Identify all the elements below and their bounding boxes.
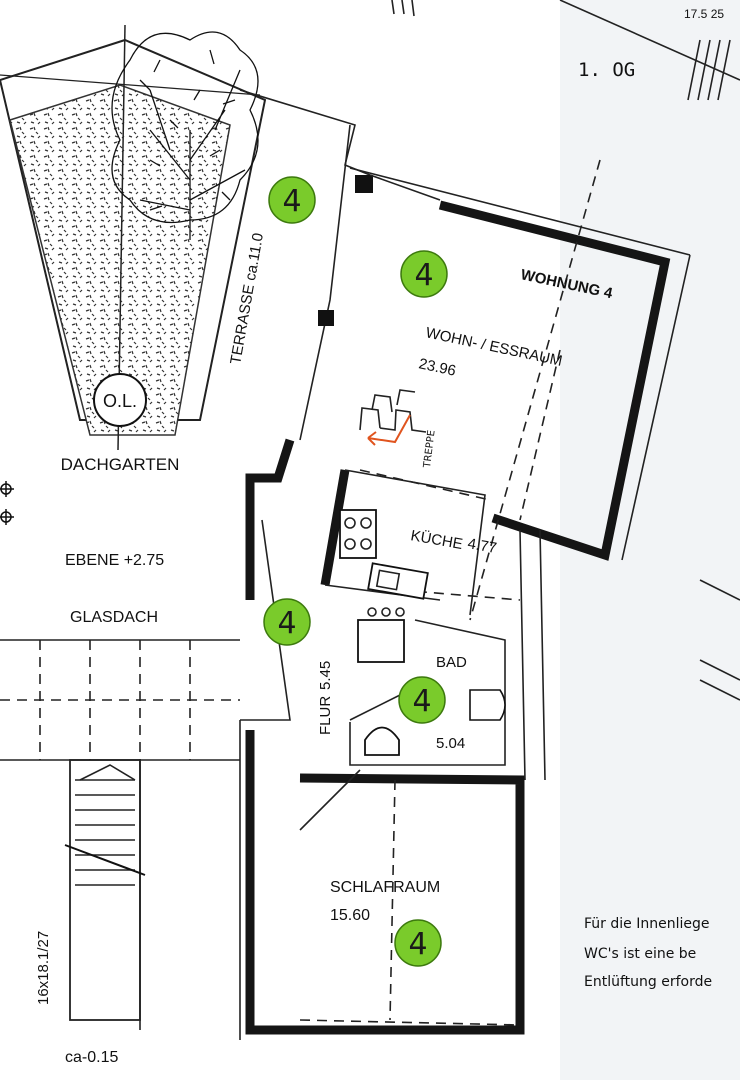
bedroom-name: SCHLAFRAUM — [330, 879, 440, 896]
ol-marker: O.L. — [93, 373, 147, 427]
hall-name: FLUR — [317, 696, 334, 735]
stove-icon — [339, 509, 377, 559]
svg-text:Für die Innenliege: Für die Innenliege — [584, 916, 709, 932]
svg-text:Entlüftung erforde: Entlüftung erforde — [584, 974, 712, 990]
badge-terrace: 4 — [268, 176, 316, 224]
svg-text:4: 4 — [277, 606, 296, 641]
toilet-icon — [364, 726, 400, 756]
level-label: EBENE +2.75 — [65, 552, 164, 569]
svg-text:4: 4 — [414, 258, 433, 293]
crosshair-icon — [0, 481, 14, 525]
badge-living: 4 — [400, 250, 448, 298]
washbasin-icon — [357, 607, 405, 663]
scan-shadow — [560, 0, 740, 1080]
svg-text:4: 4 — [408, 927, 427, 962]
stair-spec: 16x18.1/27 — [35, 931, 52, 1005]
tree-icon — [111, 31, 259, 240]
bedroom-area: 15.60 — [330, 907, 370, 924]
bottom-level: ca-0.15 — [65, 1049, 118, 1066]
bath-area: 5.04 — [436, 735, 465, 752]
stair-flight — [64, 759, 146, 1021]
floor-label: 1. OG — [578, 59, 635, 81]
svg-text:4: 4 — [282, 184, 301, 219]
badge-bedroom: 4 — [394, 919, 442, 967]
dimension-top-right: 17.5 25 — [684, 7, 724, 21]
svg-text:WC's ist eine be: WC's ist eine be — [584, 946, 696, 962]
badge-bath: 4 — [398, 676, 446, 724]
svg-text:4: 4 — [412, 684, 431, 719]
glass-roof-label: GLASDACH — [70, 609, 158, 626]
sink-icon — [367, 562, 429, 600]
top-right-hatching — [391, 0, 740, 701]
living-room-area: 23.96 — [417, 355, 457, 379]
stair-arrow-icon — [367, 414, 411, 444]
badge-hall: 4 — [263, 598, 311, 646]
ventilation-note: Für die Innenliege WC's ist eine be Entl… — [584, 916, 712, 990]
apartment-walls — [239, 167, 691, 1040]
bathtub-icon — [469, 689, 506, 721]
hall-area: 5.45 — [317, 661, 334, 690]
stair-label: TREPPE — [422, 430, 438, 470]
kitchen-area: 4.77 — [466, 535, 498, 557]
roof-garden-label: DACHGARTEN — [61, 455, 180, 474]
kitchen-name: KÜCHE — [409, 526, 464, 553]
roof-garden — [0, 24, 267, 451]
internal-stair — [359, 389, 427, 446]
svg-text:O.L.: O.L. — [103, 391, 137, 411]
bath-name: BAD — [436, 654, 467, 671]
